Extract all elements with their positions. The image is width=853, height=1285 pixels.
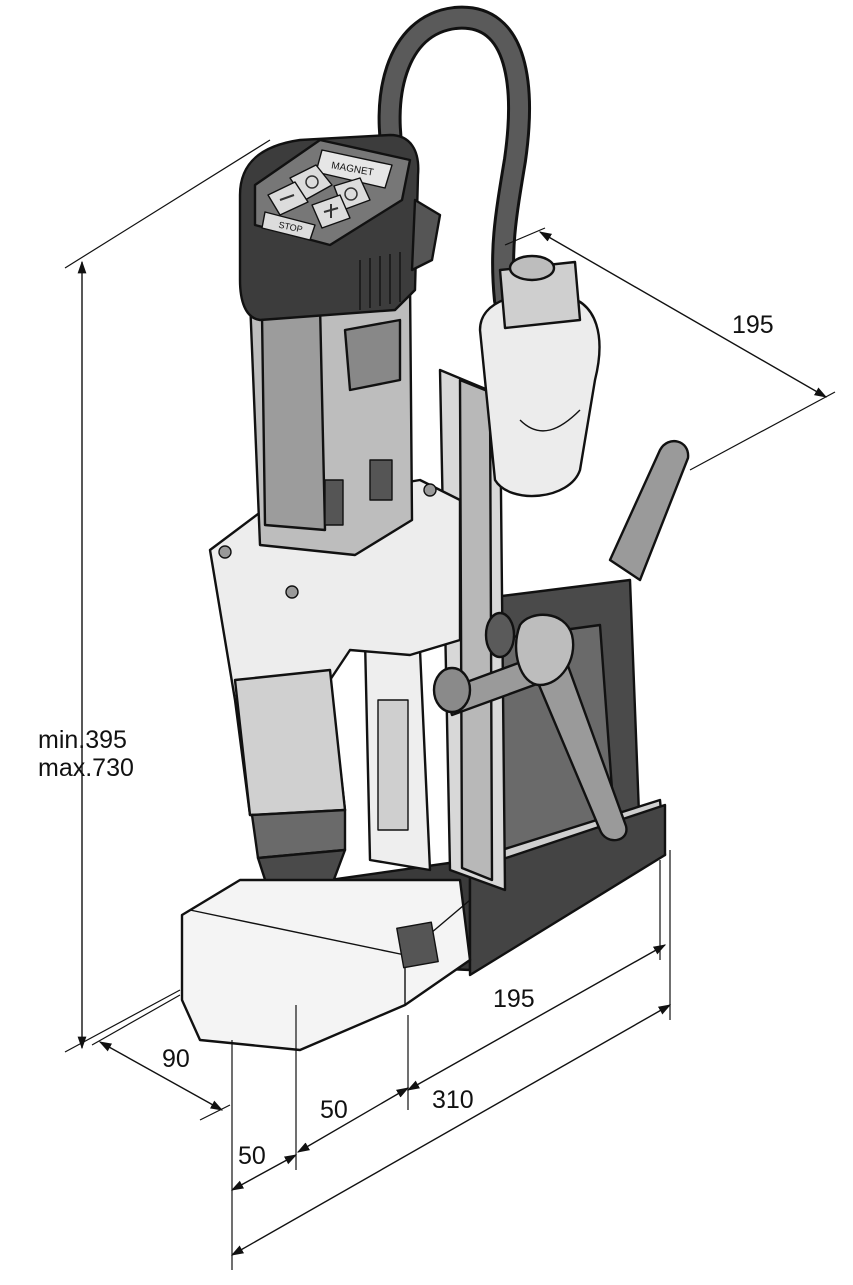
width-dimension-line	[98, 1041, 224, 1111]
total-length-label: 310	[432, 1086, 474, 1114]
top-depth-dimension-line	[538, 231, 828, 398]
magnet-button[interactable]: MAGNET	[315, 149, 393, 189]
dimension-labels: min.395 max.730 195 195 90 50 310 50	[38, 311, 774, 1170]
control-keypad: MAGNET	[253, 138, 412, 247]
plus-button[interactable]	[311, 194, 351, 229]
magnetic-drill-illustration: MAGNET	[180, 5, 690, 1052]
height-max-label: max.730	[38, 754, 134, 782]
stop-button-label: STOP	[278, 220, 304, 235]
minus-icon	[279, 194, 295, 201]
base-length-label: 195	[493, 985, 535, 1013]
base-width-label: 90	[162, 1045, 190, 1073]
rotate-right-icon	[344, 187, 358, 201]
total-length-dimension-line	[230, 1004, 672, 1256]
motor-housing	[248, 278, 414, 557]
minus-button[interactable]	[267, 181, 309, 216]
height-min-label: min.395	[38, 726, 127, 754]
chip-guard	[180, 878, 472, 1052]
dimension-lines	[64, 139, 836, 1270]
grip-ridges	[359, 252, 401, 310]
gearbox-housing	[208, 478, 462, 817]
offset-front-dimension-line	[296, 1087, 410, 1153]
control-grip: MAGNET	[238, 133, 442, 322]
offset-core-label: 50	[238, 1142, 266, 1170]
stop-button[interactable]: STOP	[261, 211, 316, 241]
top-depth-label: 195	[732, 311, 774, 339]
feed-handles	[432, 439, 690, 842]
rotate-left-icon	[305, 175, 319, 189]
offset-front-label: 50	[320, 1096, 348, 1124]
plus-icon	[323, 204, 339, 218]
